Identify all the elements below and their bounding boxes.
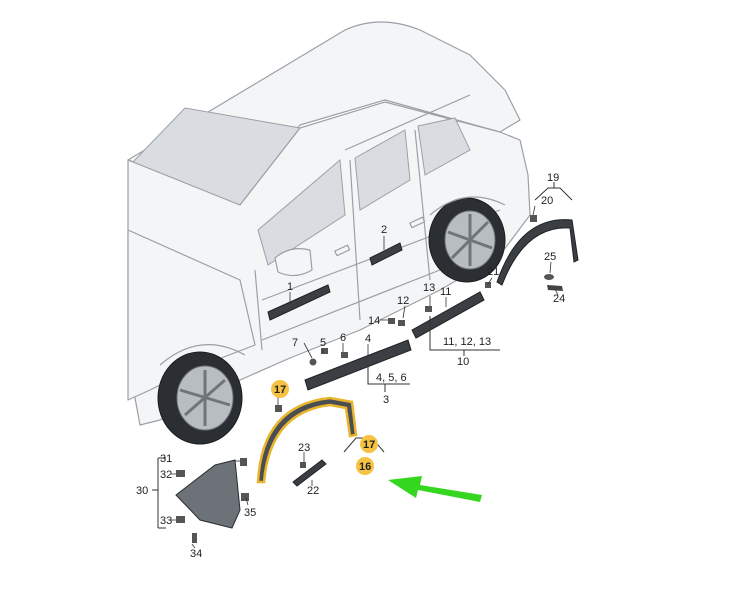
callout-group-11-12-13: 11, 12, 13 (443, 336, 491, 348)
callout-35: 35 (244, 507, 256, 519)
callout-16-badge: 16 (356, 457, 374, 475)
rear-side-window (354, 129, 411, 211)
car-body (127, 21, 531, 445)
callout-19: 19 (547, 172, 559, 184)
leader-lines (171, 205, 559, 549)
bracket-30 (152, 457, 166, 529)
part-2-door-trim-rear (369, 242, 403, 266)
callout-6: 6 (340, 332, 346, 344)
callout-23: 23 (298, 442, 310, 454)
front-side-window (257, 158, 346, 266)
callout-24: 24 (553, 293, 565, 305)
side-mirror (274, 248, 313, 277)
callout-4: 4 (365, 333, 371, 345)
part-4-sill-trim (304, 339, 412, 391)
highlight-arrow (388, 476, 482, 502)
callout-13: 13 (423, 282, 435, 294)
callout-34: 34 (190, 548, 202, 560)
callout-11: 11 (440, 286, 451, 298)
callout-32: 32 (160, 469, 172, 481)
callout-30: 30 (136, 485, 148, 497)
callout-1: 1 (287, 281, 293, 293)
callout-25: 25 (544, 251, 556, 263)
callout-group-4-5-6: 4, 5, 6 (376, 372, 407, 384)
svg-text:16: 16 (359, 461, 371, 473)
callout-33: 33 (160, 515, 172, 527)
callout-17-badge-front: 17 (271, 380, 289, 398)
callout-17-badge-bracket: 17 (360, 435, 378, 453)
svg-text:17: 17 (363, 439, 375, 451)
rear-wheel (428, 197, 506, 283)
part-1-door-trim-front (267, 284, 331, 321)
part-30-splash-shield (175, 459, 241, 529)
bracket-11-12-13 (429, 316, 500, 356)
svg-text:17: 17 (274, 384, 286, 396)
callout-31: 31 (160, 453, 172, 465)
callout-2: 2 (381, 224, 387, 236)
bracket-4-5-6 (367, 366, 410, 392)
callout-10: 10 (457, 356, 469, 368)
callout-22: 22 (307, 485, 319, 497)
bracket-19 (534, 182, 573, 201)
quarter-window (417, 117, 471, 176)
part-22-trim (292, 459, 327, 487)
callout-7: 7 (292, 337, 298, 349)
front-wheel (157, 351, 243, 445)
callout-14: 14 (368, 315, 380, 327)
part-16-front-wheel-arch (256, 396, 358, 484)
callout-20: 20 (541, 195, 553, 207)
callout-12: 12 (397, 295, 409, 307)
callout-3: 3 (383, 394, 389, 406)
fasteners (176, 215, 563, 543)
callout-5: 5 (320, 337, 326, 349)
part-19-rear-wheel-arch (496, 219, 579, 286)
callout-21: 21 (487, 266, 499, 278)
